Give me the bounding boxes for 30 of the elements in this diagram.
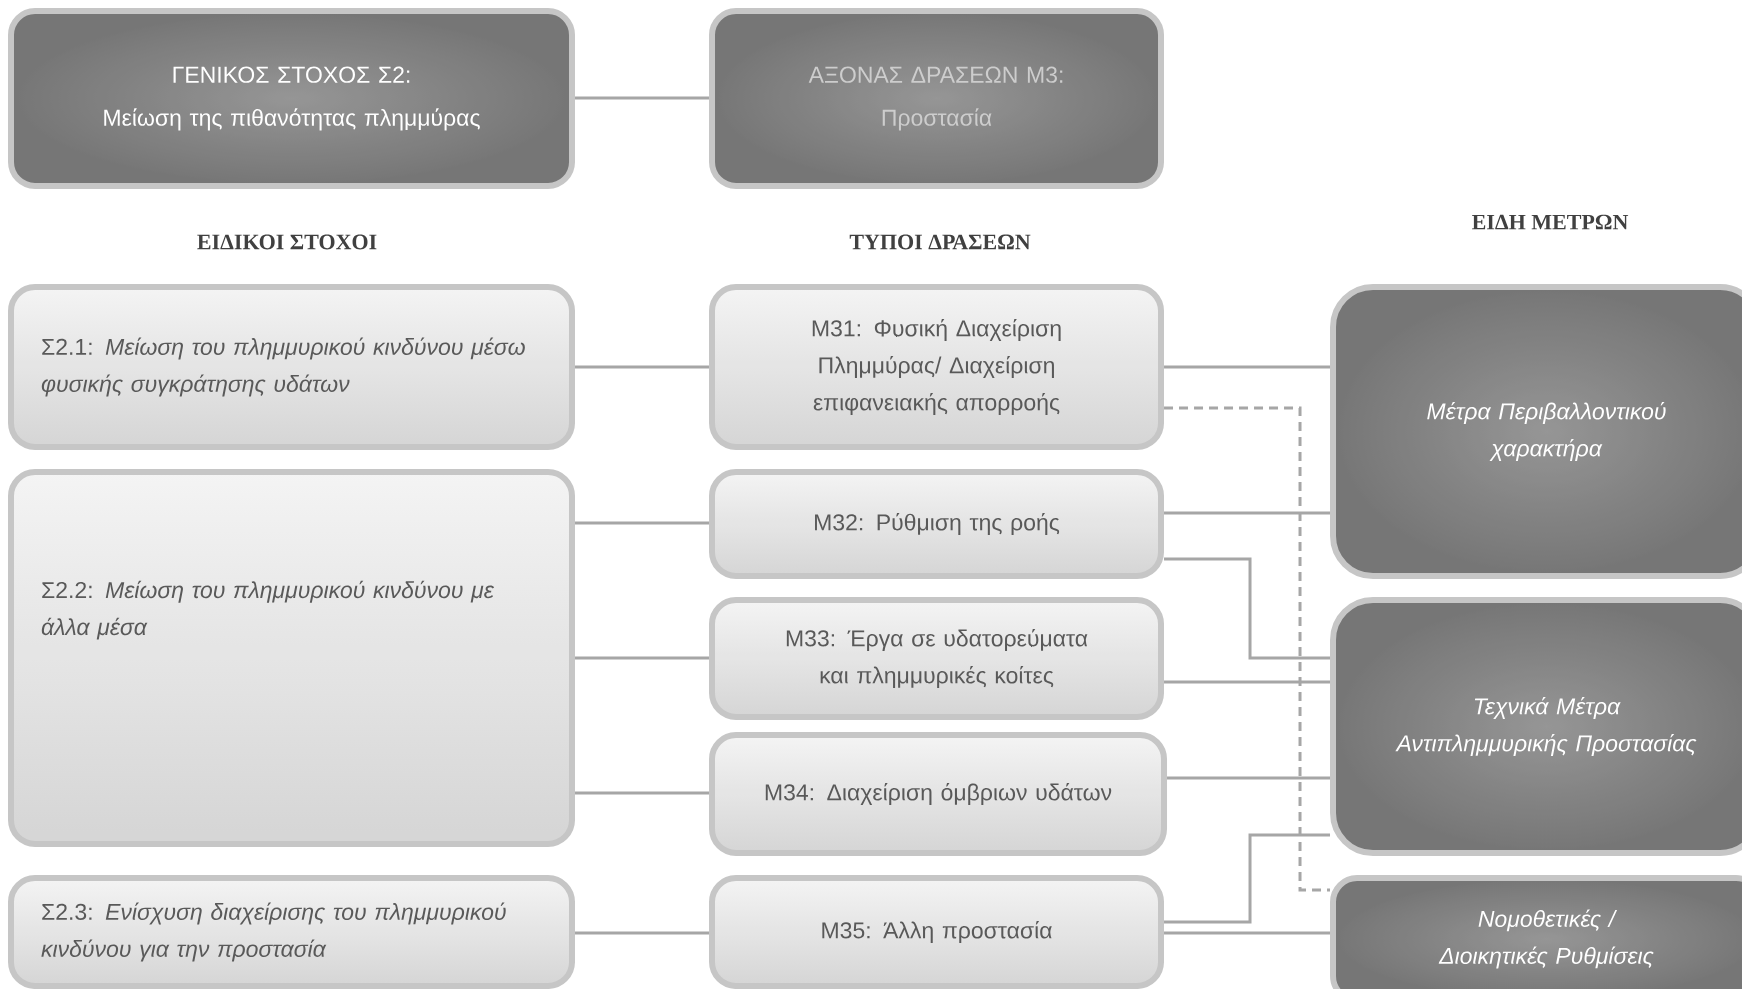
connector [575,365,709,369]
measure-box: Μέτρα Περιβαλλοντικού χαρακτήρα [1330,284,1742,579]
objective-box: Σ2.1: Μείωση του πλημμυρικού κινδύνου μέσω φυσικής συγκράτησης υδάτων [8,284,575,450]
connector [1164,931,1330,935]
goal-box: ΓΕΝΙΚΟΣ ΣΤΟΧΟΣ Σ2: Μείωση της πιθανότητας πλημμύρας [8,8,575,189]
column-heading: ΤΥΠΟΙ ΔΡΑΣΕΩΝ [849,234,1031,250]
axis-box: ΑΞΟΝΑΣ ΔΡΑΣΕΩΝ Μ3: Προστασία [709,8,1164,189]
action-box: Μ35: Άλλη προστασία [709,875,1164,989]
connector [1164,406,1330,892]
column-heading: ΕΙΔΙΚΟΙ ΣΤΟΧΟΙ [197,234,377,250]
measure-box: Νομοθετικές / Διοικητικές Ρυθμίσεις [1330,875,1742,989]
action-box: Μ32: Ρύθμιση της ροής [709,469,1164,579]
connector [1164,511,1330,515]
column-heading: ΕΙΔΗ ΜΕΤΡΩΝ [1472,214,1629,230]
objective-box: Σ2.2: Μείωση του πλημμυρικού κινδύνου με άλλα μέσα [8,469,575,847]
action-box: Μ31: Φυσική Διαχείριση Πλημμύρας/ Διαχείριση επιφανειακής απορροής [709,284,1164,450]
connector [575,521,709,525]
objective-box: Σ2.3: Ενίσχυση διαχείρισης του πλημμυρικού κινδύνου για την προστασία [8,875,575,989]
connector [1164,365,1330,369]
connector [1164,680,1330,684]
connector [1164,557,1330,660]
measure-box: Τεχνικά Μέτρα Αντιπλημμυρικής Προστασίας [1330,597,1742,856]
connector [575,931,709,935]
action-box: Μ34: Διαχείριση όμβριων υδάτων [709,732,1167,856]
connector [575,96,709,100]
connector [1167,776,1330,780]
connector [575,656,709,660]
connector [575,791,709,795]
connector [1164,833,1330,924]
action-box: Μ33: Έργα σε υδατορεύματα και πλημμυρικές κοίτες [709,597,1164,720]
